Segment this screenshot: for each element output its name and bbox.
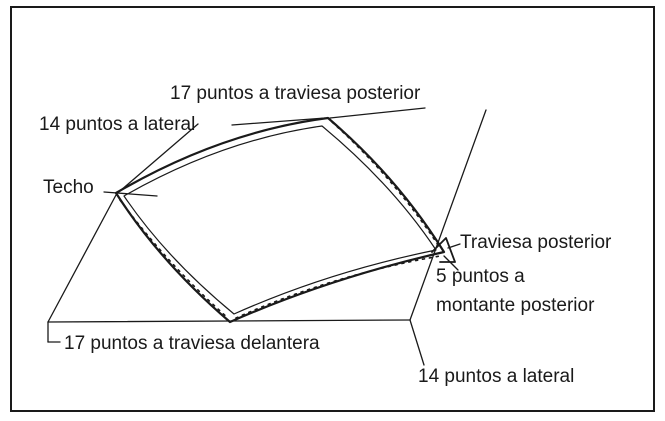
roof-panel-outline	[114, 116, 446, 324]
leader-rear-pillar	[443, 255, 459, 271]
roof-panel-inner-seam	[123, 125, 437, 315]
label-roof: Techo	[43, 177, 94, 198]
leader-rear-rail	[447, 243, 461, 249]
label-rear-pillar-line2: montante posterior	[436, 295, 595, 316]
diagram-border	[10, 6, 655, 412]
label-bottom-side: 14 puntos a lateral	[418, 366, 574, 387]
leader-top-rear	[329, 107, 426, 119]
leader-top-side	[119, 123, 199, 192]
weld-points-front-left-edge	[119, 199, 229, 319]
label-rear-pillar-line1: 5 puntos a	[436, 266, 525, 287]
label-front-rail: 17 puntos a traviesa delantera	[64, 333, 320, 354]
guide-line-bottom	[47, 319, 411, 323]
guide-line-left	[47, 194, 117, 323]
label-top-rear: 17 puntos a traviesa posterior	[170, 83, 421, 104]
guide-line-bottom-right	[409, 319, 425, 366]
weld-points-rear-edge	[331, 121, 441, 249]
label-rear-rail: Traviesa posterior	[460, 232, 612, 253]
leader-roof	[103, 191, 158, 197]
weld-points-front-rail	[235, 255, 441, 319]
guide-line-right	[409, 109, 487, 321]
rear-rail-bracket	[431, 237, 456, 263]
label-top-side: 14 puntos a lateral	[39, 114, 195, 135]
leader-top-side-extension	[231, 117, 326, 126]
